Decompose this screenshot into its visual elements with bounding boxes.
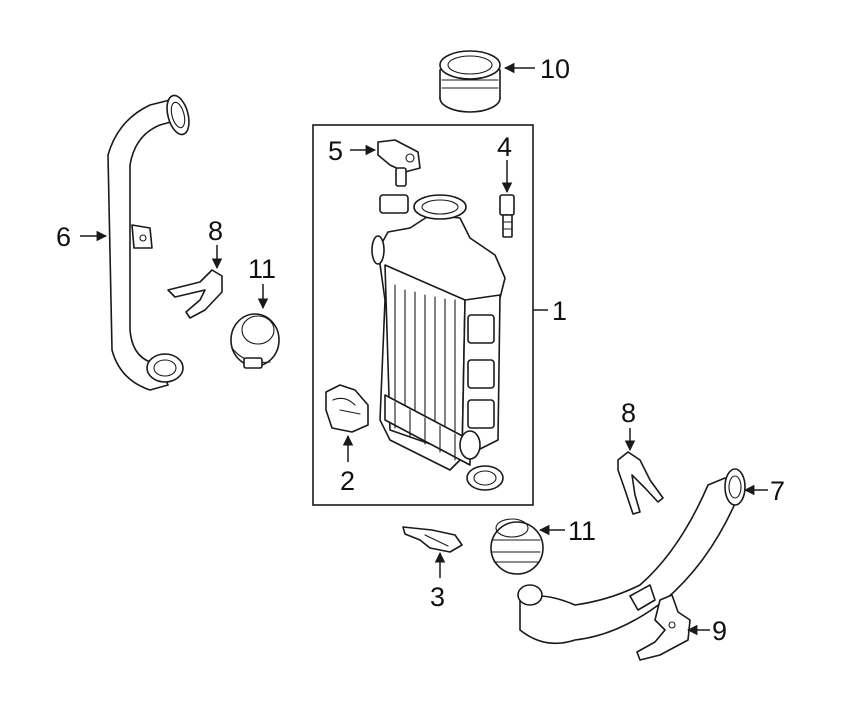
callout-5: 5: [328, 136, 343, 166]
hose-clamp-left-part[interactable]: [230, 313, 280, 369]
callout-9: 9: [712, 616, 727, 646]
assembly-frame: [312, 124, 534, 506]
temperature-sensor-part[interactable]: [499, 194, 515, 238]
callout-11-right: 11: [568, 516, 596, 546]
callout-7: 7: [770, 476, 785, 506]
callout-2: 2: [340, 466, 355, 496]
callout-3: 3: [430, 582, 445, 612]
hose-clamp-right-part[interactable]: [490, 518, 544, 575]
clip-part[interactable]: [402, 526, 463, 553]
mount-bracket-part[interactable]: [325, 384, 369, 433]
pressure-sensor-part[interactable]: [377, 139, 421, 187]
intercooler-part[interactable]: [371, 194, 506, 491]
pipe-bracket-left-part[interactable]: [167, 269, 223, 319]
callout-6: 6: [56, 222, 71, 252]
hose-connector-top-part[interactable]: [439, 50, 501, 113]
callout-8-right: 8: [621, 398, 636, 428]
callout-10: 10: [540, 54, 570, 84]
charge-pipe-right-part[interactable]: [517, 468, 746, 645]
charge-pipe-left-part[interactable]: [107, 93, 193, 391]
callout-8-left: 8: [208, 216, 223, 246]
callout-4: 4: [497, 132, 512, 162]
callout-11-left: 11: [248, 254, 276, 284]
callout-1: 1: [552, 296, 567, 326]
support-bracket-part[interactable]: [636, 594, 691, 661]
pipe-bracket-right-part[interactable]: [617, 451, 664, 515]
